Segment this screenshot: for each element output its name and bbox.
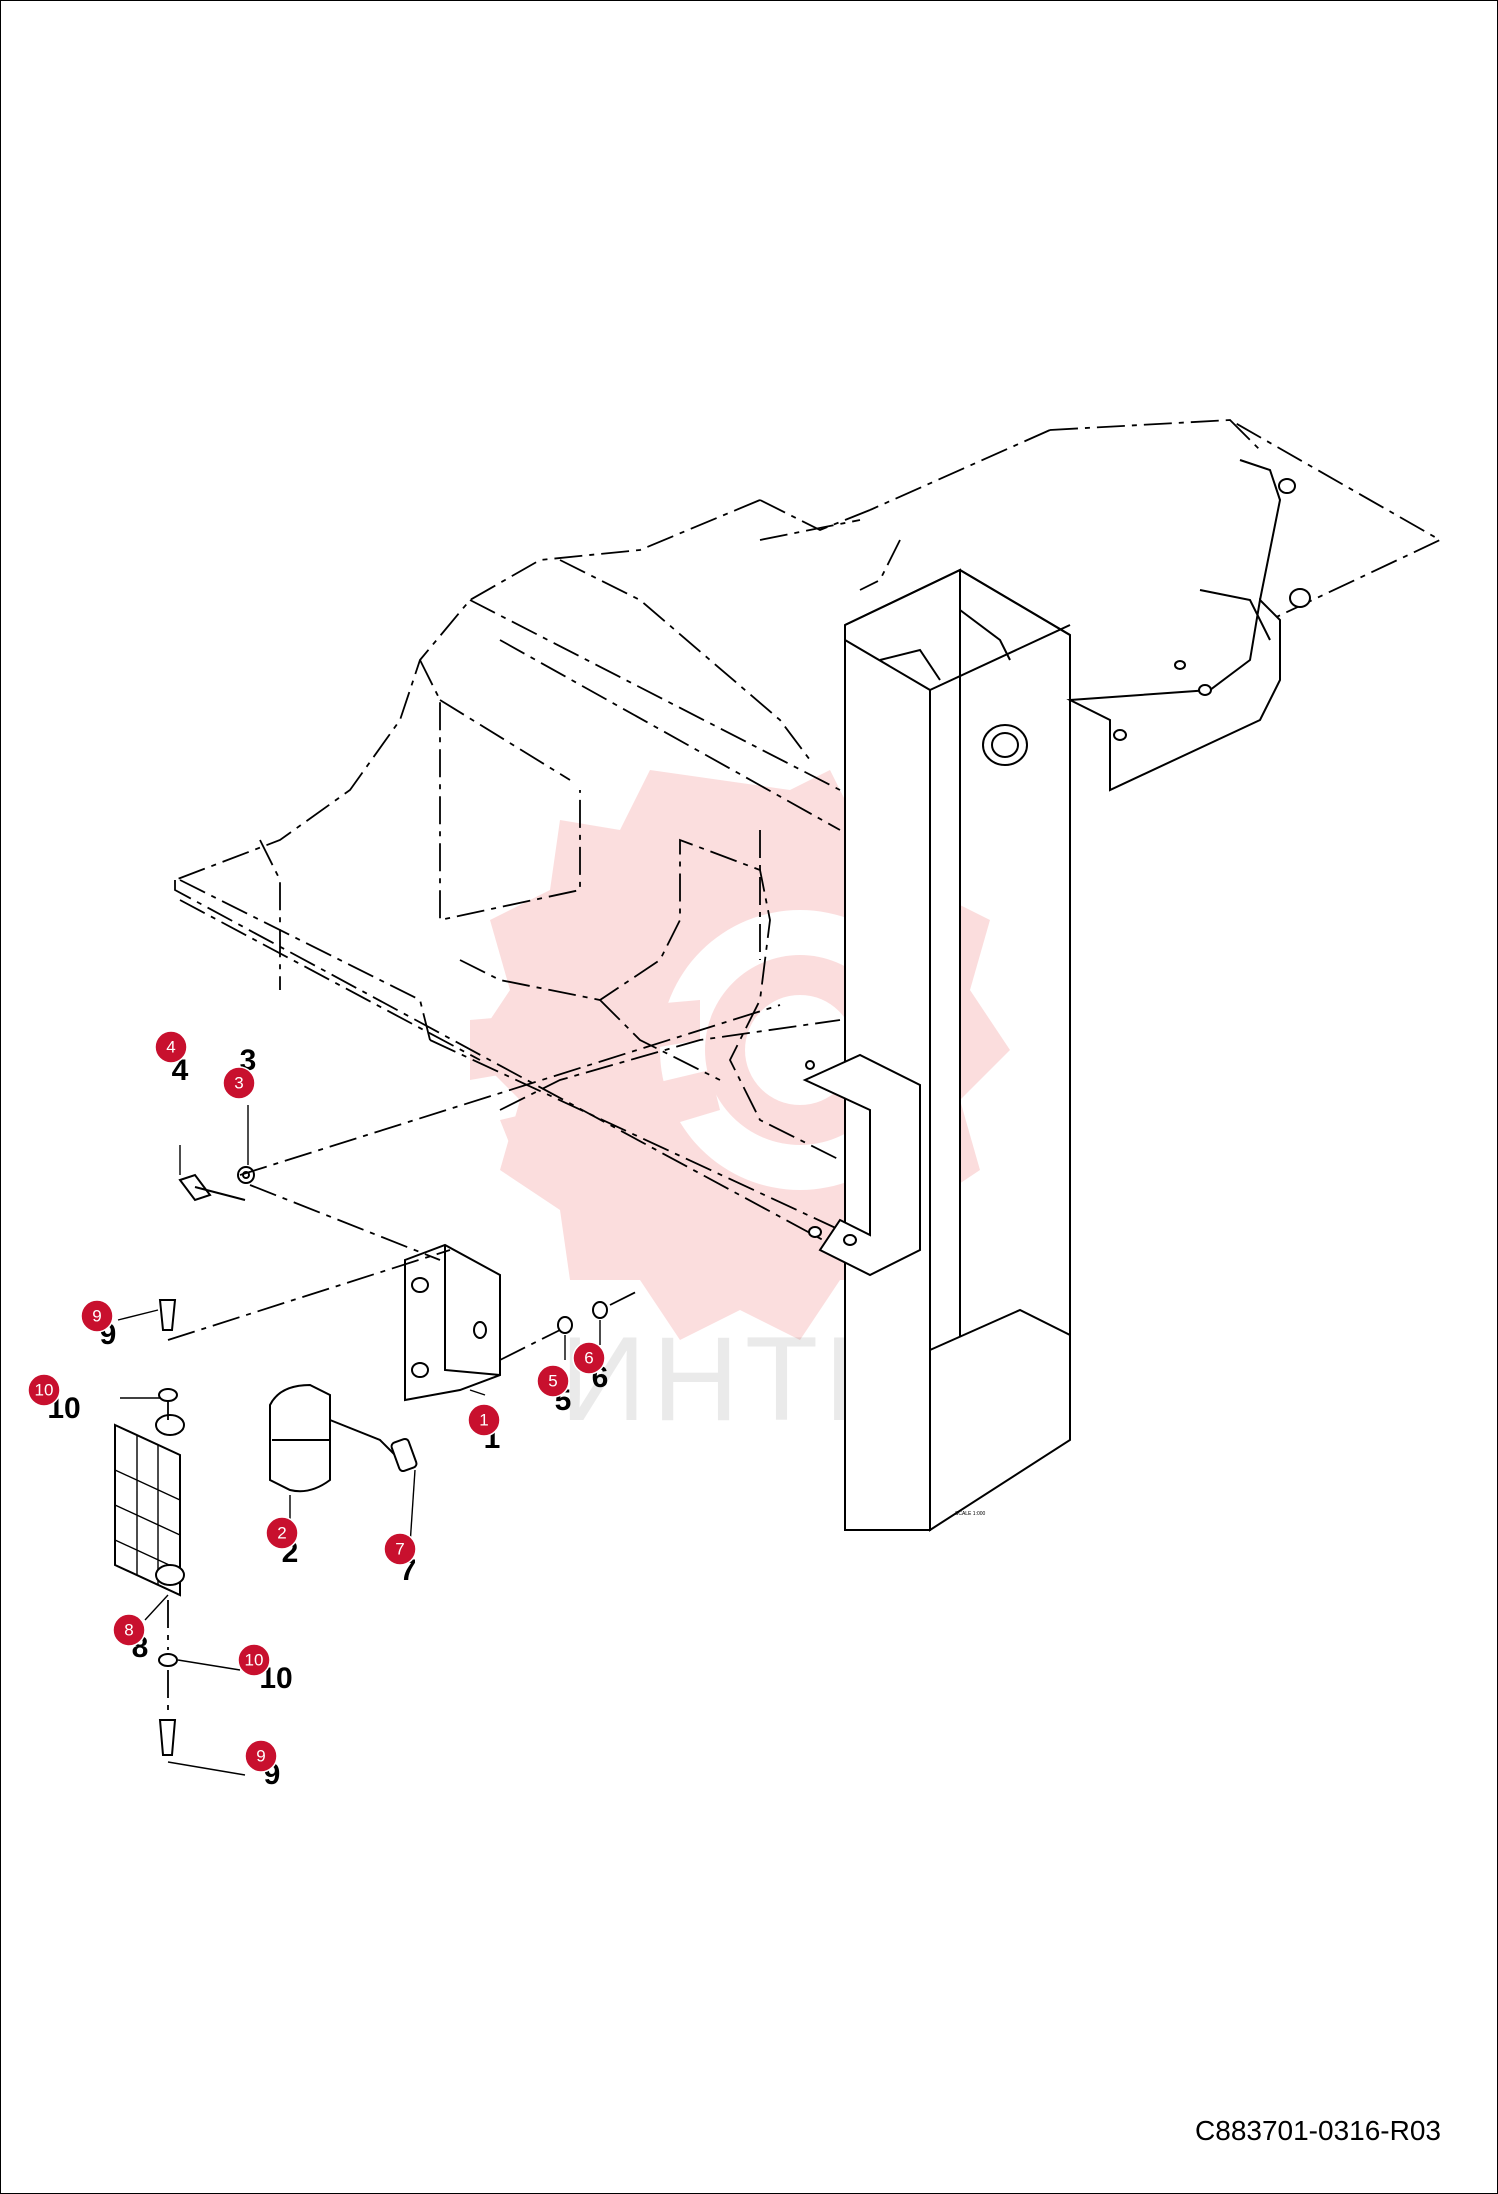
badge-number-8: 8 <box>124 1621 133 1640</box>
machine-frame-outline <box>174 419 1442 1262</box>
callout-badge-3: 3 <box>222 1066 256 1100</box>
badge-number-9b: 9 <box>256 1747 265 1766</box>
callout-badge-1: 1 <box>467 1403 501 1437</box>
badge-circle <box>112 1613 146 1647</box>
badge-circle <box>572 1341 606 1375</box>
callout-badge-10b: 10 <box>237 1643 271 1677</box>
badge-circle <box>27 1373 61 1407</box>
callout-badge-10a: 10 <box>27 1373 61 1407</box>
badge-circle <box>80 1299 114 1333</box>
badge-circle <box>154 1030 188 1064</box>
badge-circle <box>222 1066 256 1100</box>
callout-badge-9a: 9 <box>80 1299 114 1333</box>
badge-number-1: 1 <box>479 1411 488 1430</box>
mast-upright <box>844 568 1071 1532</box>
badge-number-7: 7 <box>395 1540 404 1559</box>
callout-badge-2: 2 <box>265 1516 299 1550</box>
work-lamp <box>269 1383 418 1493</box>
badge-circle <box>383 1532 417 1566</box>
badge-number-2: 2 <box>277 1524 286 1543</box>
mast-bracket-top-right <box>1066 459 1311 792</box>
badge-circle <box>467 1403 501 1437</box>
assembly-leaders <box>117 1004 781 1776</box>
mounting-bracket <box>404 1243 501 1402</box>
document-code: C883701-0316-R03 <box>1195 2115 1441 2146</box>
scale-note: SCALE 1:000 <box>955 1511 986 1517</box>
badge-number-3: 3 <box>234 1074 243 1093</box>
badge-number-10a: 10 <box>35 1381 54 1400</box>
badge-circle <box>265 1516 299 1550</box>
callout-badge-6: 6 <box>572 1341 606 1375</box>
cross-bracket-lower <box>802 1053 921 1277</box>
callout-badge-9b: 9 <box>244 1739 278 1773</box>
reflector-grille <box>114 1414 185 1597</box>
callout-badge-8: 8 <box>112 1613 146 1647</box>
badge-circle <box>244 1739 278 1773</box>
badge-number-5: 5 <box>548 1372 557 1391</box>
callout-badge-7: 7 <box>383 1532 417 1566</box>
badge-number-10b: 10 <box>245 1651 264 1670</box>
callout-badge-4: 4 <box>154 1030 188 1064</box>
badge-number-9a: 9 <box>92 1307 101 1326</box>
callout-badge-5: 5 <box>536 1364 570 1398</box>
badge-number-6: 6 <box>584 1349 593 1368</box>
badge-number-4: 4 <box>166 1038 175 1057</box>
badge-circle <box>237 1643 271 1677</box>
hardware-fasteners <box>158 1166 608 1756</box>
badge-circle <box>536 1364 570 1398</box>
